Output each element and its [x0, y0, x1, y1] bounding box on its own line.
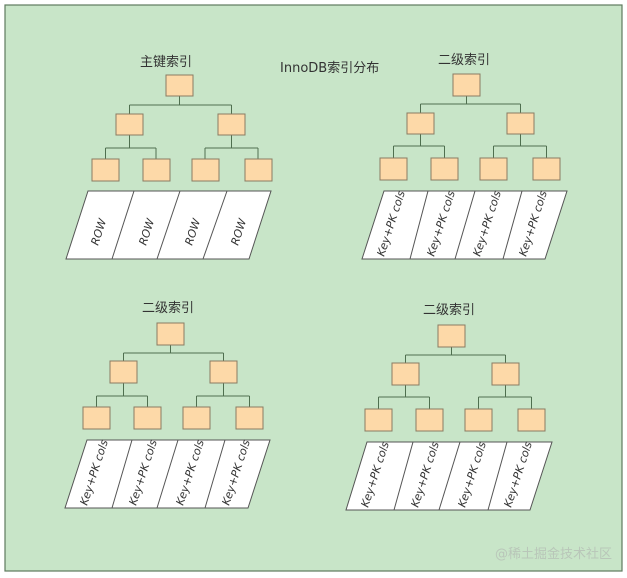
root-node — [156, 322, 185, 346]
tree-label: 二级索引 — [438, 53, 490, 68]
leaf-node — [91, 158, 120, 182]
leaf-node — [479, 157, 508, 181]
internal-node — [506, 112, 535, 135]
leaf-node — [244, 158, 273, 182]
leaf-node — [191, 158, 220, 182]
tree-edges — [96, 345, 250, 407]
leaf-node — [379, 157, 408, 181]
tree-edges — [393, 96, 547, 158]
tree-secondary-index-2: 二级索引 Key+PK cols Key+PK cols Key+PK col — [64, 301, 271, 509]
internal-node — [115, 113, 144, 136]
leaf-node — [517, 408, 546, 432]
leaf-node — [82, 406, 111, 430]
tree-secondary-index-1: 二级索引 Key+PK cols Key+PK cols Key+PK col — [361, 53, 568, 260]
leaf-page: Key+PK cols Key+PK cols Key+PK cols Key+… — [361, 189, 568, 260]
internal-node — [209, 360, 238, 384]
tree-label: 主键索引 — [140, 55, 192, 70]
tree-primary-index: 主键索引 ROW ROW ROW ROW — [65, 55, 273, 260]
leaf-node — [430, 157, 459, 181]
leaf-node — [532, 157, 561, 181]
internal-node — [109, 360, 138, 384]
internal-node — [491, 362, 520, 386]
tree-secondary-index-3: 二级索引 Key+PK cols Key+PK cols Key+PK col — [345, 303, 553, 511]
leaf-node — [142, 158, 171, 182]
leaf-node — [235, 406, 264, 430]
leaf-node — [364, 408, 393, 432]
tree-label: 二级索引 — [142, 301, 194, 316]
tree-edges — [378, 347, 532, 409]
internal-node — [406, 112, 435, 135]
leaf-page: ROW ROW ROW ROW — [65, 190, 272, 260]
root-node — [437, 324, 466, 348]
diagram-title: InnoDB索引分布 — [280, 61, 379, 76]
watermark: @稀土掘金技术社区 — [495, 546, 612, 562]
leaf-node — [415, 408, 444, 432]
leaf-node — [182, 406, 211, 430]
leaf-page: Key+PK cols Key+PK cols Key+PK cols Key+… — [64, 438, 271, 509]
leaf-node — [464, 408, 493, 432]
leaf-page: Key+PK cols Key+PK cols Key+PK cols Key+… — [345, 440, 553, 511]
tree-label: 二级索引 — [423, 303, 475, 318]
root-node — [452, 73, 481, 97]
leaf-node — [133, 406, 162, 430]
internal-node — [391, 362, 420, 386]
internal-node — [217, 113, 246, 136]
root-node — [165, 74, 194, 97]
tree-edges — [105, 96, 259, 159]
